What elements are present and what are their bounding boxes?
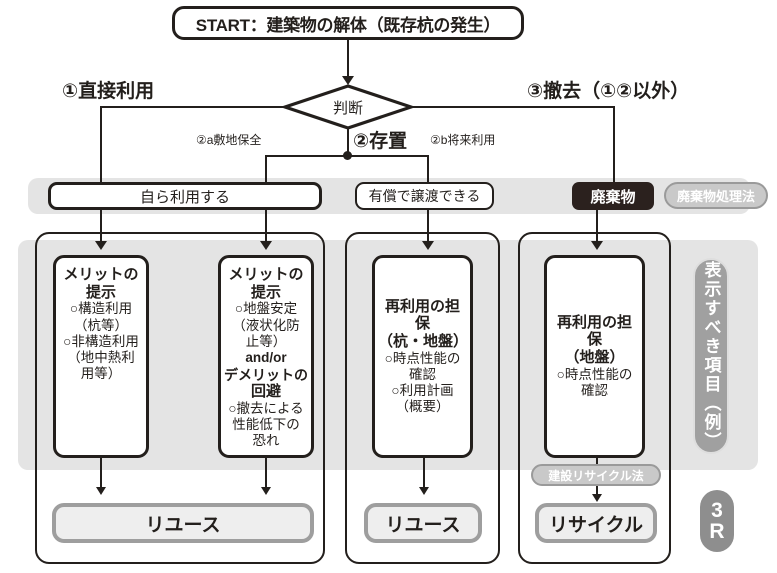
arrow-card2-to-reuse bbox=[261, 487, 271, 495]
badge-3r-top: 3 bbox=[711, 499, 723, 522]
result-reuse-left: リユース bbox=[52, 503, 314, 543]
connector-card3-to-reuse bbox=[423, 458, 425, 492]
card-1-line-3: ○非構造利用 bbox=[63, 333, 139, 349]
column-retention bbox=[345, 232, 500, 564]
split-line-left bbox=[100, 106, 285, 108]
branch-label-mid-a: ②a敷地保全 bbox=[196, 133, 262, 147]
badge-construction-recycle-law-label: 建設リサイクル法 bbox=[548, 468, 644, 483]
card-3-line-3: ○利用計画 bbox=[391, 383, 454, 399]
connector-card4-to-law bbox=[596, 458, 598, 466]
arrow-to-card-1 bbox=[95, 241, 107, 250]
condition-waste-label: 廃棄物 bbox=[590, 188, 636, 206]
card-4-line-1: ○時点性能の bbox=[556, 366, 633, 382]
card-2-title-line1: メリットの bbox=[228, 266, 304, 283]
result-reuse-left-label: リユース bbox=[145, 514, 221, 536]
arrow-start-to-decision bbox=[342, 76, 354, 85]
connector-to-card-1 bbox=[100, 210, 102, 246]
connector-to-card-3 bbox=[427, 210, 429, 246]
center-split-line bbox=[265, 155, 429, 157]
condition-waste: 廃棄物 bbox=[572, 182, 654, 210]
card-1-line-1: ○構造利用 bbox=[69, 301, 133, 317]
card-4-title-line2: （地盤） bbox=[564, 349, 625, 367]
column-removal bbox=[518, 232, 671, 564]
start-box: START：建築物の解体（既存杭の発生） bbox=[172, 6, 524, 40]
connector-center-left-drop bbox=[265, 155, 267, 183]
card-2-line2-2: 性能低下の bbox=[232, 417, 300, 433]
card-3-title-line1: 再利用の担保 bbox=[384, 297, 460, 333]
card-4-title-line1: 再利用の担保 bbox=[556, 313, 632, 349]
decision-label: 判断 bbox=[332, 99, 363, 117]
card-2-line-1: ○地盤安定 bbox=[234, 301, 298, 317]
side-vertical-label-text: 表示すべき項目（例） bbox=[701, 261, 721, 451]
card-1-title-line1: メリットの bbox=[63, 266, 139, 283]
connector-card2-to-reuse bbox=[265, 458, 267, 492]
connector-start-to-decision bbox=[347, 40, 349, 78]
connector-center-right-drop bbox=[427, 155, 429, 183]
card-merit-structural: メリットの 提示 ○構造利用 （杭等） ○非構造利用 （地中熱利 用等） bbox=[53, 255, 149, 458]
result-recycle-label: リサイクル bbox=[548, 514, 644, 536]
card-1-line-4: （地中熱利 bbox=[67, 349, 135, 365]
card-1-line-5: 用等） bbox=[80, 366, 122, 382]
branch-label-right: ③撤去（①②以外） bbox=[527, 81, 690, 102]
arrow-to-card-3 bbox=[422, 241, 434, 250]
card-reuse-guarantee-pile-ground: 再利用の担保 （杭・地盤） ○時点性能の 確認 ○利用計画 （概要） bbox=[372, 255, 473, 458]
card-1-title-line2: 提示 bbox=[85, 283, 116, 301]
card-2-line-3: 止等） bbox=[245, 333, 287, 349]
badge-waste-law: 廃棄物処理法 bbox=[664, 182, 768, 209]
branch-label-mid-b: ②b将来利用 bbox=[430, 133, 496, 147]
card-1-line-2: （杭等） bbox=[74, 317, 128, 333]
connector-law-to-recycle bbox=[596, 486, 598, 498]
connector-to-card-2 bbox=[265, 210, 267, 246]
badge-3r-bottom: R bbox=[709, 520, 725, 543]
card-merit-ground: メリットの 提示 ○地盤安定 （液状化防 止等） and/or デメリットの 回… bbox=[218, 255, 314, 458]
connector-decision-to-junction bbox=[347, 128, 349, 156]
condition-transfer-label: 有償で譲渡できる bbox=[368, 188, 481, 204]
card-reuse-guarantee-ground: 再利用の担保 （地盤） ○時点性能の 確認 bbox=[544, 255, 645, 458]
decision-label-wrap: 判断 bbox=[283, 84, 413, 130]
condition-self-use: 自ら利用する bbox=[48, 182, 322, 210]
arrow-to-card-4 bbox=[591, 241, 603, 250]
arrow-law-to-recycle bbox=[592, 494, 602, 502]
connector-right-branch bbox=[613, 106, 615, 183]
decision-diamond: 判断 bbox=[279, 84, 417, 130]
badge-waste-law-label: 廃棄物処理法 bbox=[676, 189, 755, 204]
column-direct-use bbox=[35, 232, 325, 564]
card-2-title2-line1: デメリットの bbox=[224, 366, 308, 383]
card-2-title2-line2: 回避 bbox=[250, 383, 281, 401]
arrow-card3-to-reuse bbox=[419, 487, 429, 495]
arrow-card1-to-reuse bbox=[96, 487, 106, 495]
branch-label-mid-center: ②存置 bbox=[353, 131, 408, 152]
branch-label-left: ①直接利用 bbox=[62, 81, 155, 102]
card-3-line-1: ○時点性能の bbox=[384, 350, 461, 366]
connector-card1-to-reuse bbox=[100, 458, 102, 492]
card-2-title-line2: 提示 bbox=[250, 283, 281, 301]
condition-transfer: 有償で譲渡できる bbox=[355, 182, 494, 210]
start-label: START：建築物の解体（既存杭の発生） bbox=[195, 15, 501, 35]
card-3-line-2: 確認 bbox=[409, 366, 436, 382]
card-2-line-2: （液状化防 bbox=[232, 317, 300, 333]
card-2-line2-1: ○撤去による bbox=[228, 401, 304, 417]
side-vertical-label: 表示すべき項目（例） bbox=[693, 258, 729, 454]
card-2-andor: and/or bbox=[245, 349, 287, 365]
condition-self-use-label: 自ら利用する bbox=[139, 188, 230, 206]
card-3-title-line2: （杭・地盤） bbox=[378, 332, 469, 350]
arrow-to-card-2 bbox=[260, 241, 272, 250]
result-reuse-mid-label: リユース bbox=[385, 514, 461, 536]
card-3-line-4: （概要） bbox=[395, 399, 450, 415]
split-line-right bbox=[411, 106, 615, 108]
result-recycle: リサイクル bbox=[535, 503, 657, 543]
card-2-line2-3: 恐れ bbox=[252, 433, 280, 449]
badge-construction-recycle-law: 建設リサイクル法 bbox=[531, 464, 661, 486]
connector-to-card-4 bbox=[596, 210, 598, 246]
connector-left-branch bbox=[100, 106, 102, 183]
badge-3r: 3 R bbox=[700, 490, 734, 552]
result-reuse-mid: リユース bbox=[364, 503, 482, 543]
card-4-line-2: 確認 bbox=[581, 383, 608, 399]
